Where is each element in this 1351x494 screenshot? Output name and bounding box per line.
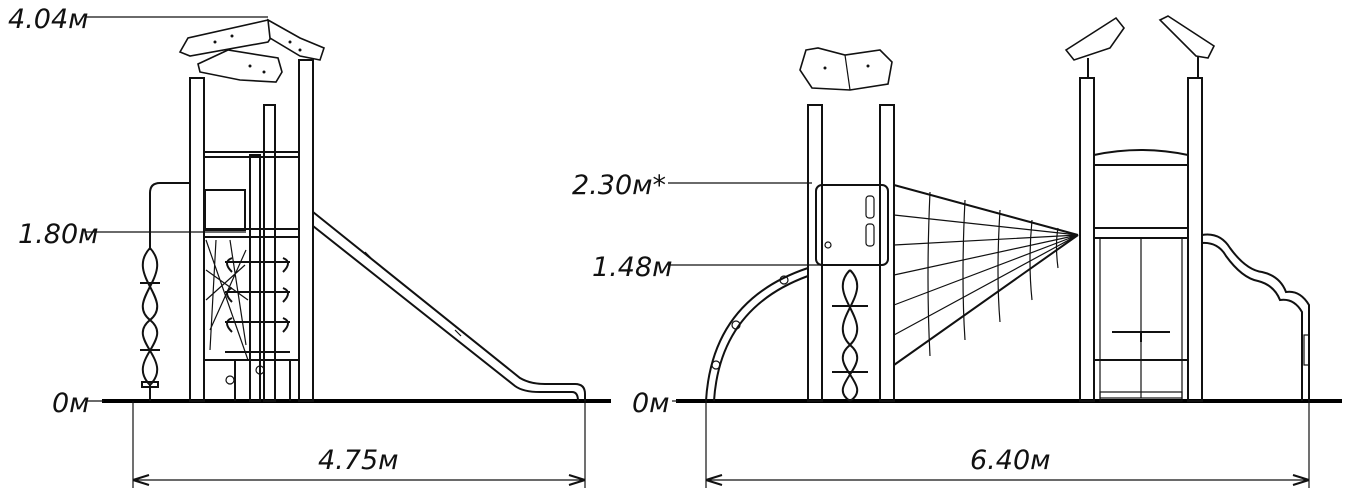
label-ground-left: 0м [52,388,90,419]
label-height-platform-left: 1.80м [18,219,99,250]
width-dimension-right [705,401,1310,488]
spiral-climber-left [140,182,190,401]
posts-right-second-tower [1079,77,1203,402]
arch-climber-right [705,267,809,402]
roof-right-tower [799,47,893,91]
net-and-ladder-left [204,189,291,401]
left-elevation-view [86,16,611,488]
label-height-platform-right: 1.48м [592,252,673,283]
label-height-net: 2.30м* [572,170,666,201]
spiral-climber-right [832,269,868,402]
deck-left [203,151,300,361]
roof-right-second-tower [1064,15,1216,78]
right-elevation-view [668,15,1342,488]
climbing-net-right [893,184,1079,366]
label-height-top: 4.04м [8,4,89,35]
posts-right-tower [807,104,895,402]
roof-left [178,18,325,83]
label-width-right: 6.40м [970,445,1051,476]
width-dimension-left [132,401,586,488]
label-width-left: 4.75м [318,445,399,476]
wavy-rail-right [1201,233,1310,401]
label-ground-right: 0м [632,388,670,419]
slide-left [312,211,586,402]
